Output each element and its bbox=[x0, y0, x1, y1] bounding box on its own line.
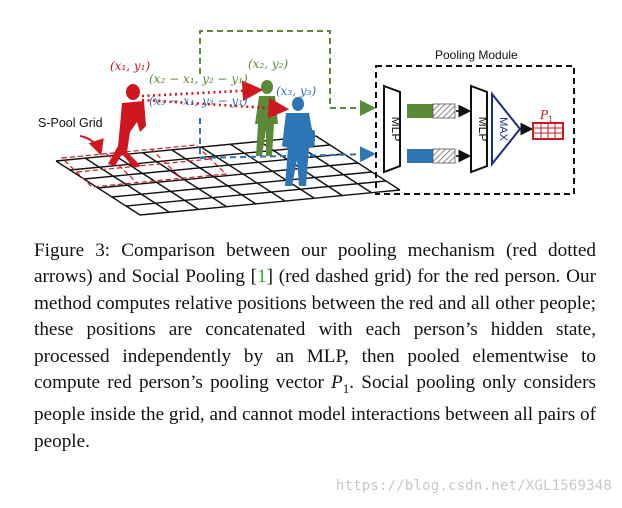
green-feature-hatched bbox=[432, 103, 456, 119]
red-to-blue-arrow bbox=[141, 97, 290, 119]
spool-grid-label: S-Pool Grid bbox=[38, 116, 103, 130]
pooling-module-title: Pooling Module bbox=[435, 48, 518, 62]
blue-input-path bbox=[199, 118, 376, 163]
mlp-2-label: MLP bbox=[476, 117, 490, 142]
red-person-icon bbox=[108, 84, 146, 168]
blue-position-label: (x₃, y₃) bbox=[276, 84, 316, 98]
green-relative-label: (x₂ − x₁, y₂ − y₁) bbox=[149, 72, 248, 86]
green-person-icon bbox=[255, 80, 278, 156]
blue-feature-hatched bbox=[432, 148, 456, 164]
social-pooling-grid bbox=[60, 144, 228, 188]
mlp-block-2 bbox=[470, 84, 488, 174]
output-label: P1 bbox=[539, 108, 553, 124]
max-pool-block bbox=[491, 91, 522, 167]
blue-relative-label: (x₃ − x₁, y₃ − y₁) bbox=[149, 94, 248, 108]
green-position-label: (x₂, y₂) bbox=[248, 57, 288, 71]
mlp-1-label: MLP bbox=[389, 117, 403, 142]
figure-caption: Figure 3: Comparison between our pooling… bbox=[34, 240, 597, 452]
figure-diagram: S-Pool Grid (x₁, y₁) (x₂, y₂) (x₃, y₃) (… bbox=[0, 0, 622, 225]
blue-feature-solid bbox=[407, 149, 433, 163]
spool-grid-arrow bbox=[79, 135, 104, 156]
citation-link[interactable]: 1 bbox=[257, 266, 267, 288]
pooling-vector-symbol: P1 bbox=[331, 372, 350, 396]
max-label: MAX bbox=[497, 117, 509, 142]
red-position-label: (x₁, y₁) bbox=[110, 59, 150, 73]
watermark: https://blog.csdn.net/XGL1569348 bbox=[335, 478, 612, 494]
blue-person-icon bbox=[282, 97, 315, 186]
output-vector-grid bbox=[533, 123, 563, 139]
ground-grid bbox=[55, 135, 401, 216]
green-input-path bbox=[199, 30, 376, 116]
pooling-module-box bbox=[375, 65, 575, 195]
green-feature-solid bbox=[407, 104, 433, 118]
mlp-block-1 bbox=[383, 84, 401, 174]
